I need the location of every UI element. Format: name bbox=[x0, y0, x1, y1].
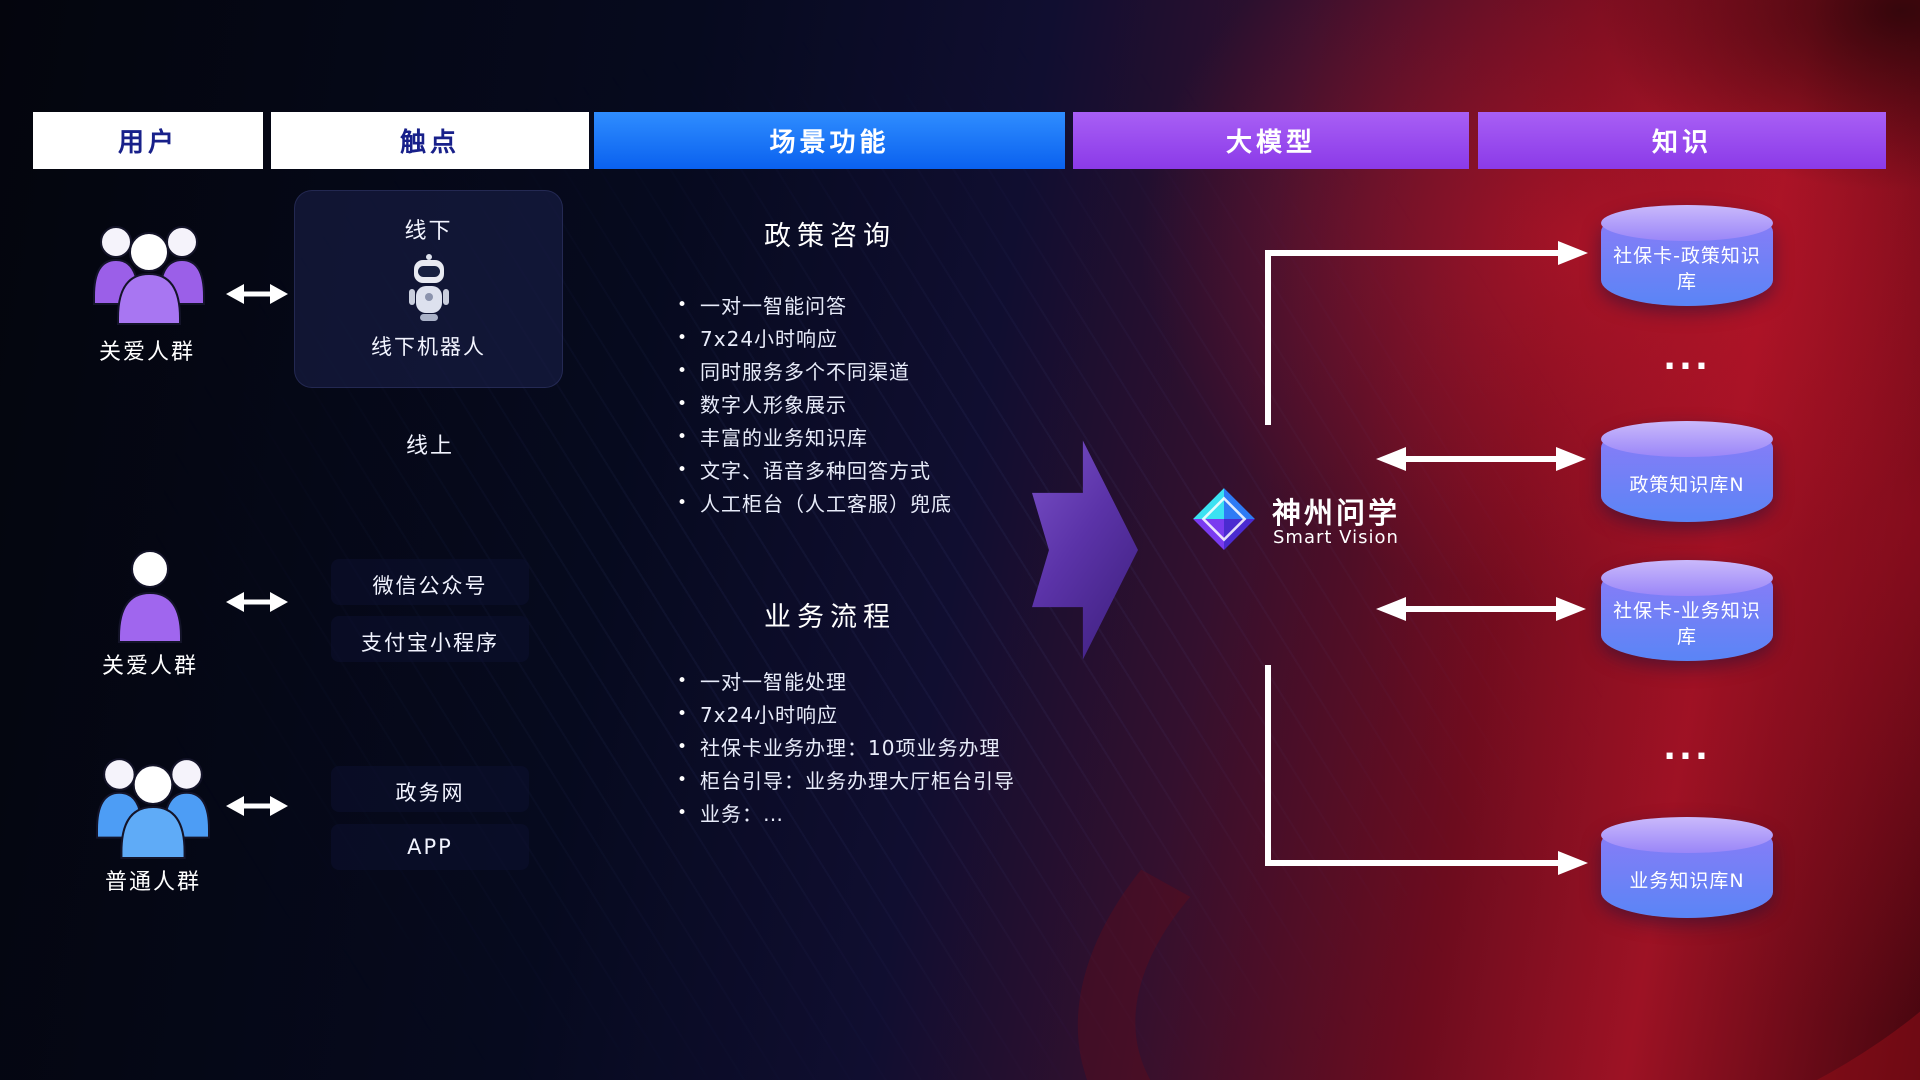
scene-policy-item: 7x24小时响应 bbox=[677, 321, 952, 354]
scene-policy-item: 数字人形象展示 bbox=[677, 387, 952, 420]
offline-touchpoint-panel: 线下 线下机器人 bbox=[294, 190, 563, 388]
robot-icon bbox=[409, 254, 449, 321]
user-group-2-label: 普通人群 bbox=[104, 870, 201, 895]
user-group-1-label: 关爱人群 bbox=[98, 340, 195, 365]
alipay-channel-band bbox=[331, 616, 529, 662]
knowledge-db-policy-n: 政策知识库N bbox=[1601, 421, 1773, 522]
app-channel-band bbox=[331, 824, 529, 870]
scene-business-list: 一对一智能处理 7x24小时响应 社保卡业务办理：10项业务办理 柜台引导：业务… bbox=[677, 664, 1015, 829]
knowledge-db-label: 业务知识库N bbox=[1629, 870, 1745, 892]
header-touchpoint: 触点 bbox=[271, 112, 589, 169]
header-user: 用户 bbox=[33, 112, 263, 169]
scene-business-item: 一对一智能处理 bbox=[677, 664, 1015, 697]
header-knowledge-label: 知识 bbox=[1651, 128, 1712, 158]
model-to-policy-db-arrow-icon bbox=[1265, 241, 1588, 425]
header-user-label: 用户 bbox=[117, 128, 178, 158]
header-knowledge: 知识 bbox=[1478, 112, 1886, 169]
scene-policy-list: 一对一智能问答 7x24小时响应 同时服务多个不同渠道 数字人形象展示 丰富的业… bbox=[677, 288, 952, 519]
scene-title-policy: 政策咨询 bbox=[764, 221, 896, 252]
header-model: 大模型 bbox=[1073, 112, 1469, 169]
red-swoosh-decoration bbox=[1004, 508, 1920, 1080]
scene-policy-item: 文字、语音多种回答方式 bbox=[677, 453, 952, 486]
header-model-label: 大模型 bbox=[1225, 128, 1316, 158]
diamond-gem-icon bbox=[1193, 488, 1255, 550]
knowledge-db-policy-card: 社保卡-政策知识库 bbox=[1601, 205, 1773, 306]
scene-policy-item: 人工柜台（人工客服）兜底 bbox=[677, 486, 952, 519]
scene-policy-item: 一对一智能问答 bbox=[677, 288, 952, 321]
scene-policy-item: 丰富的业务知识库 bbox=[677, 420, 952, 453]
knowledge-ellipsis-1: ... bbox=[1663, 338, 1711, 378]
scene-business-item: 业务：… bbox=[677, 796, 1015, 829]
model-to-business-n-arrow-icon bbox=[1265, 665, 1588, 875]
flow-arrow-right-icon bbox=[1032, 440, 1138, 660]
knowledge-db-business-n: 业务知识库N bbox=[1601, 817, 1773, 918]
people-group-blue-icon bbox=[95, 758, 211, 859]
scene-title-business: 业务流程 bbox=[764, 602, 896, 633]
wechat-channel-label: 微信公众号 bbox=[372, 574, 488, 598]
knowledge-db-label: 社保卡-业务知识库 bbox=[1613, 600, 1761, 648]
scene-business-item: 柜台引导：业务办理大厅柜台引导 bbox=[677, 763, 1015, 796]
person-purple-icon bbox=[118, 550, 182, 643]
gov-channel-band bbox=[331, 766, 529, 812]
knowledge-db-business-card: 社保卡-业务知识库 bbox=[1601, 560, 1773, 661]
scene-business-item: 社保卡业务办理：10项业务办理 bbox=[677, 730, 1015, 763]
offline-title: 线下 bbox=[404, 219, 453, 244]
header-scene-label: 场景功能 bbox=[769, 128, 890, 158]
offline-robot-label: 线下机器人 bbox=[371, 335, 486, 359]
model-policy-n-arrow-icon bbox=[1376, 447, 1586, 471]
user-single-label: 关爱人群 bbox=[101, 654, 198, 679]
gov-channel-label: 政务网 bbox=[395, 781, 465, 805]
people-group-purple-icon bbox=[93, 226, 205, 325]
knowledge-ellipsis-2: ... bbox=[1663, 728, 1711, 768]
knowledge-db-label: 社保卡-政策知识库 bbox=[1613, 245, 1761, 293]
online-title: 线上 bbox=[405, 434, 454, 459]
header-touchpoint-label: 触点 bbox=[399, 128, 460, 158]
wechat-channel-band bbox=[331, 559, 529, 605]
model-business-card-arrow-icon bbox=[1376, 597, 1586, 621]
knowledge-db-label: 政策知识库N bbox=[1629, 474, 1745, 496]
alipay-channel-label: 支付宝小程序 bbox=[361, 631, 499, 655]
brand-subtitle: Smart Vision bbox=[1273, 527, 1399, 548]
scene-policy-item: 同时服务多个不同渠道 bbox=[677, 354, 952, 387]
brand-name: 神州问学 bbox=[1272, 496, 1401, 530]
scene-business-item: 7x24小时响应 bbox=[677, 697, 1015, 730]
header-scene: 场景功能 bbox=[594, 112, 1065, 169]
app-channel-label: APP bbox=[407, 835, 453, 859]
